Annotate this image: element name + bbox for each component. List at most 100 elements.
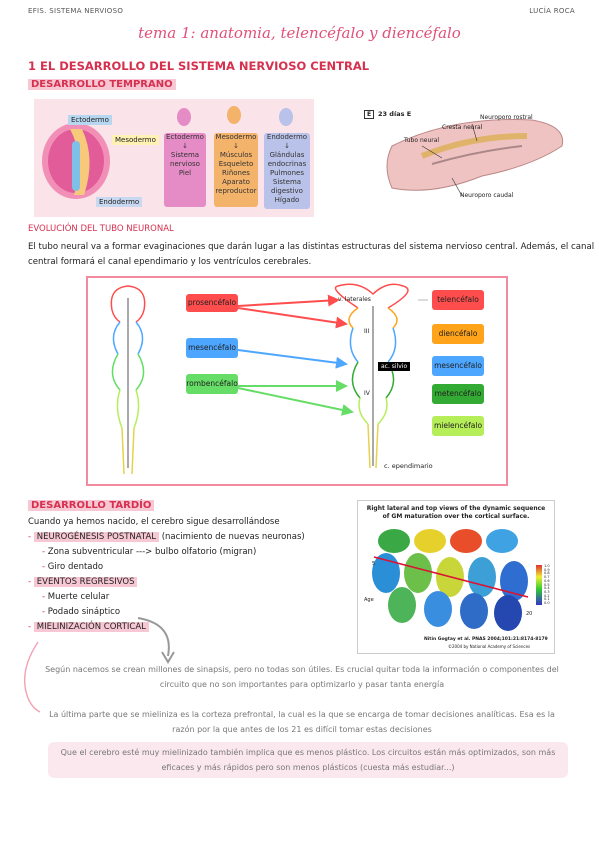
late-development-list: Cuando ya hemos nacido, el cerebro sigue… — [28, 515, 348, 635]
mesodermo-column: Mesodermo ↓ Músculos Esqueleto Riñones A… — [214, 133, 258, 207]
subventricular-item: Zona subventricular ---> bulbo olfatorio… — [47, 547, 257, 557]
evolution-text: El tubo neural va a formar evaginaciones… — [28, 240, 595, 270]
ependimario-label: c. ependimario — [384, 462, 433, 470]
telencefalo-box: telencéfalo — [432, 290, 484, 310]
diencefalo-box: diencéfalo — [432, 324, 484, 344]
scale-tick: 0.8 — [544, 571, 550, 576]
mesencefalo-right-box: mesencéfalo — [432, 356, 484, 376]
brain-caption: Right lateral and top views of the dynam… — [366, 505, 546, 520]
mielencefalo-box: mielencéfalo — [432, 416, 484, 436]
item: Glándulas — [269, 151, 305, 159]
scale-tick: 0.6 — [544, 578, 550, 583]
brain-maps — [372, 529, 542, 631]
ectodermo-title: Ectodermo — [166, 133, 204, 141]
endodermo-title: Endodermo — [266, 133, 308, 141]
arrow: ↓ — [233, 142, 239, 150]
scale-tick: 0.9 — [544, 567, 550, 572]
podado-item: Podado sináptico — [47, 607, 121, 617]
curved-arrow-icon — [24, 617, 175, 713]
evolution-line-1: El tubo neural va a formar evaginaciones… — [28, 242, 595, 252]
note-1-line-2: circuito que no son importantes para opt… — [159, 680, 445, 689]
arrow: ↓ — [182, 142, 188, 150]
embryo-illustration — [42, 106, 293, 199]
early-development-heading: DESARROLLO TEMPRANO — [28, 79, 176, 90]
item: Pulmones — [270, 169, 304, 177]
note-1-line-1: Según nacemos se crean millones de sinap… — [45, 665, 559, 674]
page-title: tema 1: anatomia, telencéfalo y diencéfa… — [138, 24, 461, 42]
tube-diagram-svg — [110, 283, 428, 475]
item: Esqueleto — [218, 160, 254, 168]
citation: Nitin Gogtay et al. PNAS 2004;101:21:817… — [424, 637, 548, 642]
item: Piel — [178, 169, 192, 177]
embryo-figure: Ectodermo Mesodermo Endodermo Ectodermo … — [34, 99, 314, 217]
figure-letter: E — [364, 110, 375, 119]
item: Sistema — [170, 151, 200, 159]
scale-tick: 0.3 — [544, 589, 550, 594]
year-end: 20 — [526, 611, 533, 617]
neurogenesis-rest: (nacimiento de nuevas neuronas) — [159, 532, 305, 542]
item: Hígado — [274, 196, 300, 204]
ectodermo-column: Ectodermo ↓ Sistema nervioso Piel — [164, 133, 206, 207]
scale-tick: 0.1 — [544, 597, 550, 602]
item: endocrinas — [267, 160, 307, 168]
header-right: LUCÍA ROCA — [529, 7, 575, 15]
mesodermo-title: Mesodermo — [215, 133, 257, 141]
list-item: - Podado sináptico — [42, 607, 121, 617]
list-item: - NEUROGÉNESIS POSTNATAL (nacimiento de … — [28, 532, 305, 542]
mesodermo-label: Mesodermo — [112, 135, 159, 145]
list-item: - Giro dentado — [42, 562, 104, 572]
brain-figure: Right lateral and top views of the dynam… — [357, 500, 555, 654]
age-label: Age — [364, 597, 374, 603]
item: Aparato — [222, 178, 250, 186]
late-intro: Cuando ya hemos nacido, el cerebro sigue… — [28, 517, 280, 527]
rombencefalo-box: rombencéfalo — [186, 374, 238, 394]
list-item: - Muerte celular — [42, 592, 110, 602]
neural-tube-illustration — [386, 119, 564, 197]
neuroporo-rostral-label: Neuroporo rostral — [480, 114, 533, 121]
note-3-line-1: Que el cerebro esté muy mielinizado tamb… — [60, 748, 556, 757]
note-1: Según nacemos se crean millones de sinap… — [28, 662, 576, 692]
scale-tick: 0.5 — [544, 582, 550, 587]
section-heading: 1 EL DESARROLLO DEL SISTEMA NERVIOSO CEN… — [28, 59, 370, 73]
scale-tick: 0.0 — [544, 601, 550, 606]
ectodermo-label: Ectodermo — [68, 115, 112, 125]
neuroporo-caudal-label: Neuroporo caudal — [460, 192, 514, 199]
endodermo-column: Endodermo ↓ Glándulas endocrinas Pulmone… — [264, 133, 310, 209]
regressive-events-item: EVENTOS REGRESIVOS — [33, 577, 138, 587]
note-3-line-2: eficaces y más rápidos pero son menos pl… — [161, 763, 455, 772]
scale-tick: 0.4 — [544, 586, 550, 591]
neural-tube-figure: E 23 días E Neuroporo rostral Cresta neu… — [362, 106, 572, 214]
year-start: 5 — [372, 561, 376, 567]
days-label: 23 días E — [378, 110, 412, 118]
note-2: La última parte que se mieliniza es la c… — [28, 707, 576, 737]
metencefalo-box: metencéfalo — [432, 384, 484, 404]
v-laterales-label: v. laterales — [338, 296, 371, 303]
muerte-celular-item: Muerte celular — [47, 592, 110, 602]
cresta-neural-label: Cresta neural — [442, 124, 483, 131]
endodermo-label: Endodermo — [96, 197, 143, 207]
tubo-neural-label: Tubo neural — [404, 137, 440, 144]
list-item: - Zona subventricular ---> bulbo olfator… — [42, 547, 257, 557]
scale-tick: 0.7 — [544, 575, 550, 580]
late-development-heading: DESARROLLO TARDÍO — [28, 500, 155, 511]
acueducto-label: ac. silvio — [378, 362, 411, 371]
scale-tick: 0.2 — [544, 593, 550, 598]
item: nervioso — [170, 160, 200, 168]
evolution-heading: EVOLUCIÓN DEL TUBO NEURONAL — [28, 224, 174, 234]
item: digestivo — [271, 187, 303, 195]
note-2-line-1: La última parte que se mieliniza es la c… — [49, 710, 555, 719]
mesencefalo-box: mesencéfalo — [186, 338, 238, 358]
item: Músculos — [219, 151, 253, 159]
list-item: - MIELINIZACIÓN CORTICAL — [28, 620, 348, 635]
arrow: ↓ — [284, 142, 290, 150]
giro-dentado-item: Giro dentado — [47, 562, 104, 572]
note-3: Que el cerebro esté muy mielinizado tamb… — [48, 742, 568, 778]
iii-label: III — [364, 328, 370, 335]
item: reproductor — [215, 187, 257, 195]
neurogenesis-item: NEUROGÉNESIS POSTNATAL — [33, 532, 160, 542]
item: Riñones — [222, 169, 250, 177]
list-item: - EVENTOS REGRESIVOS — [28, 575, 348, 590]
scale-labels: 1.0 0.9 0.8 0.7 0.6 0.5 0.4 0.3 0.2 0.1 … — [544, 564, 550, 606]
evolution-line-2: central formará el canal ependimario y l… — [28, 257, 312, 267]
note-2-line-2: razón por la que antes de los 21 es difí… — [172, 725, 432, 734]
